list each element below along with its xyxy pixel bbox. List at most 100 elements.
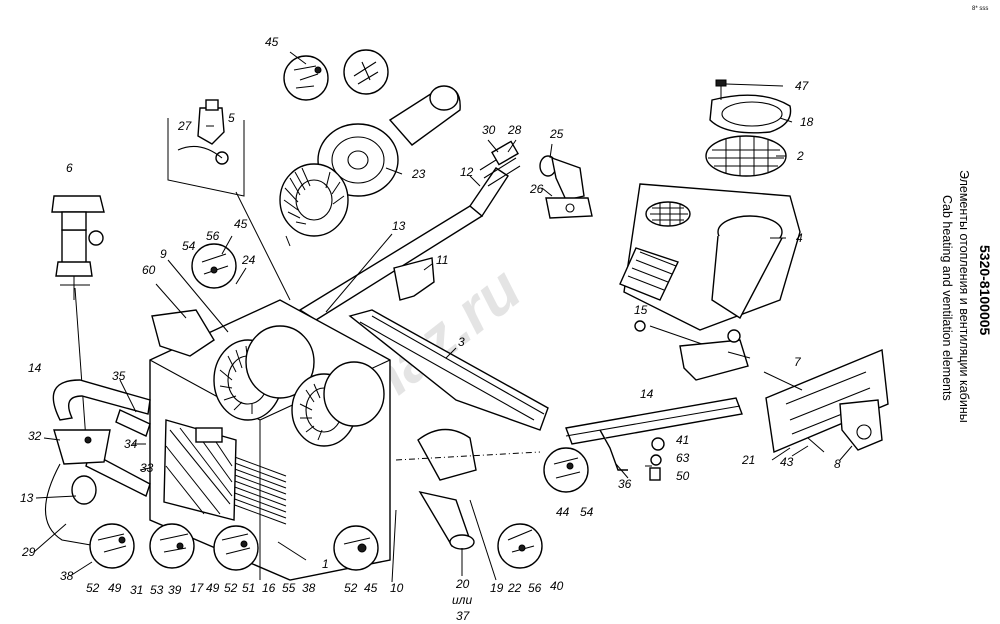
callout-24: 24: [241, 253, 256, 267]
fan-right: [291, 361, 385, 447]
callout-52-b: 52: [224, 581, 238, 595]
callout-10: 10: [390, 581, 404, 595]
callout-52-c: 52: [344, 581, 358, 595]
title-code: 5320-8100005: [977, 245, 993, 336]
nuts-41-63-50: [649, 437, 665, 481]
callout-44: 44: [556, 505, 570, 519]
corner-mark: 8* sss: [972, 6, 988, 12]
callout-56-top: 56: [206, 229, 220, 243]
inset-44-54: [543, 447, 589, 493]
callout-2: 2: [796, 149, 804, 163]
callout-31: 31: [130, 583, 143, 597]
alt-label-connector: или: [452, 593, 472, 607]
callout-20: 20: [455, 577, 470, 591]
axis-line: [395, 451, 541, 461]
callout-27: 27: [177, 119, 193, 133]
callout-9: 9: [160, 247, 167, 261]
callout-15: 15: [634, 303, 648, 317]
title-ru: Элементы отопления и вентиляции кабины: [957, 170, 971, 423]
callout-30: 30: [482, 123, 496, 137]
callout-26: 26: [529, 182, 544, 196]
callout-6: 6: [66, 161, 73, 175]
title-en: Cab heating and ventilation elements: [940, 195, 954, 401]
callout-49-b: 49: [206, 581, 220, 595]
callout-21: 21: [741, 453, 755, 467]
outlet-pipe-20: [417, 428, 477, 550]
callout-29: 29: [21, 545, 36, 559]
callout-35: 35: [112, 369, 126, 383]
inset-53-39: [149, 523, 195, 569]
callout-19: 19: [490, 581, 504, 595]
callout-39: 39: [168, 583, 182, 597]
leader-lines: [33, 51, 853, 583]
callout-32: 32: [28, 429, 42, 443]
inset-motor-mount: [343, 49, 389, 95]
callout-43: 43: [780, 455, 794, 469]
elbow-25-26: [539, 155, 593, 219]
callout-14-right: 14: [640, 387, 654, 401]
callout-5: 5: [228, 111, 235, 125]
callout-55: 55: [282, 581, 296, 595]
callout-53: 53: [150, 583, 164, 597]
callout-52-a: 52: [86, 581, 100, 595]
scroll-60: [151, 309, 215, 357]
callout-56-bottom: 56: [528, 581, 542, 595]
callout-16: 16: [262, 581, 276, 595]
blower-motor-23: [279, 85, 461, 237]
bar-14: [565, 397, 743, 471]
callout-25: 25: [549, 127, 564, 141]
callout-22: 22: [507, 581, 522, 595]
callout-38-mid: 38: [302, 581, 316, 595]
callout-1: 1: [322, 557, 329, 571]
callout-17: 17: [190, 581, 205, 595]
callout-7: 7: [794, 355, 802, 369]
callout-11: 11: [436, 253, 448, 267]
bracket-7: [649, 325, 749, 381]
inset-52-51: [213, 525, 259, 571]
heater-hoses-left: [44, 379, 151, 549]
callout-13-left: 13: [20, 491, 34, 505]
callout-12: 12: [460, 165, 474, 179]
callout-3: 3: [458, 335, 465, 349]
callout-34: 34: [124, 437, 138, 451]
roof-hatch-4: [623, 183, 801, 331]
washer-15: [634, 320, 646, 332]
duct-channel-3: [348, 309, 549, 431]
callout-40: 40: [550, 579, 564, 593]
inset-54-56-left: [191, 243, 237, 289]
inset-52-45-bottom: [333, 525, 379, 571]
fan-left: [213, 325, 315, 421]
gasket-18: [709, 94, 792, 134]
bellows-hose: [619, 247, 679, 301]
callout-18: 18: [800, 115, 814, 129]
callout-45-top: 45: [265, 35, 279, 49]
callout-51: 51: [242, 581, 255, 595]
inset-22-56: [497, 523, 543, 569]
heater-housing: [149, 299, 391, 581]
callout-60: 60: [142, 263, 156, 277]
callout-47: 47: [795, 79, 810, 93]
plate-21: [765, 348, 889, 453]
callout-23: 23: [411, 167, 426, 181]
valve-6: [51, 195, 105, 277]
callout-41: 41: [676, 433, 689, 447]
bracket-11: [393, 257, 435, 301]
callout-49-a: 49: [108, 581, 122, 595]
screw-47: [715, 79, 727, 100]
grille-2: [705, 135, 787, 177]
callout-45-bottom: 45: [364, 581, 378, 595]
callout-36: 36: [618, 477, 632, 491]
title-block: 5320-8100005 Элементы отопления и вентил…: [940, 170, 993, 423]
callout-38-left: 38: [60, 569, 74, 583]
callout-45-mid: 45: [234, 217, 248, 231]
inset-52-49: [89, 523, 135, 569]
callout-54-top: 54: [182, 239, 196, 253]
callout-14-left: 14: [28, 361, 42, 375]
callout-4: 4: [796, 231, 803, 245]
callout-8: 8: [834, 457, 841, 471]
callout-labels: 45 47 18 2 4 5 27 30 28 25 26 6 23 12 13…: [20, 35, 841, 623]
callout-33: 33: [140, 461, 154, 475]
alt-label-number: 37: [456, 609, 471, 623]
callout-13-top: 13: [392, 219, 406, 233]
